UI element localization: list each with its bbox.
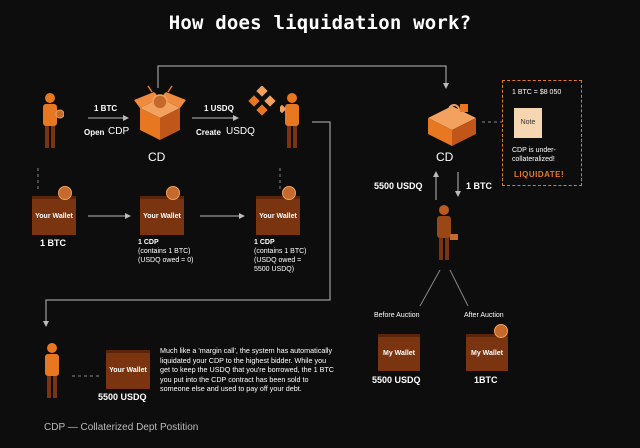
bottom-amount: 5500 USDQ [98, 392, 147, 402]
bitcoin-icon [58, 186, 72, 200]
create-usdq-label: USDQ [226, 126, 255, 137]
person-icon [45, 343, 59, 398]
usdq-arrow-label: 1 USDQ [204, 104, 234, 113]
after-wallet: My Wallet [466, 334, 508, 371]
wallet-2-caption: 1 CDP (contains 1 BTC) (USDQ owed = 0) [138, 239, 194, 264]
cdp-label: CD [148, 150, 166, 164]
cdp-box-icon [134, 85, 186, 140]
wallet-3: Your Wallet [256, 196, 300, 235]
bitcoin-icon [494, 324, 508, 338]
before-auction-label: Before Auction [374, 312, 420, 319]
bitcoin-icon [166, 186, 180, 200]
usdq-coins-icon [248, 86, 276, 116]
price-label: 1 BTC = $8 050 [512, 89, 562, 96]
bidder-person-icon [437, 205, 458, 260]
wallet-2: Your Wallet [140, 196, 184, 235]
wallet-3-caption: 1 CDP (contains 1 BTC) (USDQ owed = 5500… [254, 239, 307, 273]
footnote: CDP — Collaterized Dept Postition [44, 422, 199, 433]
note-text: CDP is under- collateralized! [512, 147, 556, 163]
person-icon [43, 93, 64, 148]
cdp-right-label: CD [436, 150, 454, 164]
note-card: Note [514, 108, 542, 138]
after-auction-label: After Auction [464, 312, 504, 319]
open-cdp-label: CDP [108, 126, 130, 137]
btc-arrow-label: 1 BTC [94, 104, 118, 113]
liquidate-label: LIQUIDATE! [514, 170, 565, 179]
person-icon [280, 93, 299, 148]
explanation-paragraph: Much like a 'margin call', the system ha… [160, 346, 334, 394]
after-amount: 1BTC [474, 375, 498, 385]
bottom-wallet: Your Wallet [106, 350, 150, 389]
before-wallet: My Wallet [378, 334, 420, 371]
page-title: How does liquidation work? [168, 12, 472, 34]
bitcoin-icon [282, 186, 296, 200]
wallet-1: Your Wallet [32, 196, 76, 235]
before-amount: 5500 USDQ [372, 375, 421, 385]
liquidation-note [502, 80, 582, 186]
create-label: Create [196, 128, 221, 137]
btc-up-label: 1 BTC [466, 181, 493, 191]
cdp-locked-icon [428, 104, 476, 146]
open-label: Open [84, 128, 105, 137]
wallet-1-caption: 1 BTC [40, 238, 67, 248]
usdq-down-label: 5500 USDQ [374, 181, 423, 191]
